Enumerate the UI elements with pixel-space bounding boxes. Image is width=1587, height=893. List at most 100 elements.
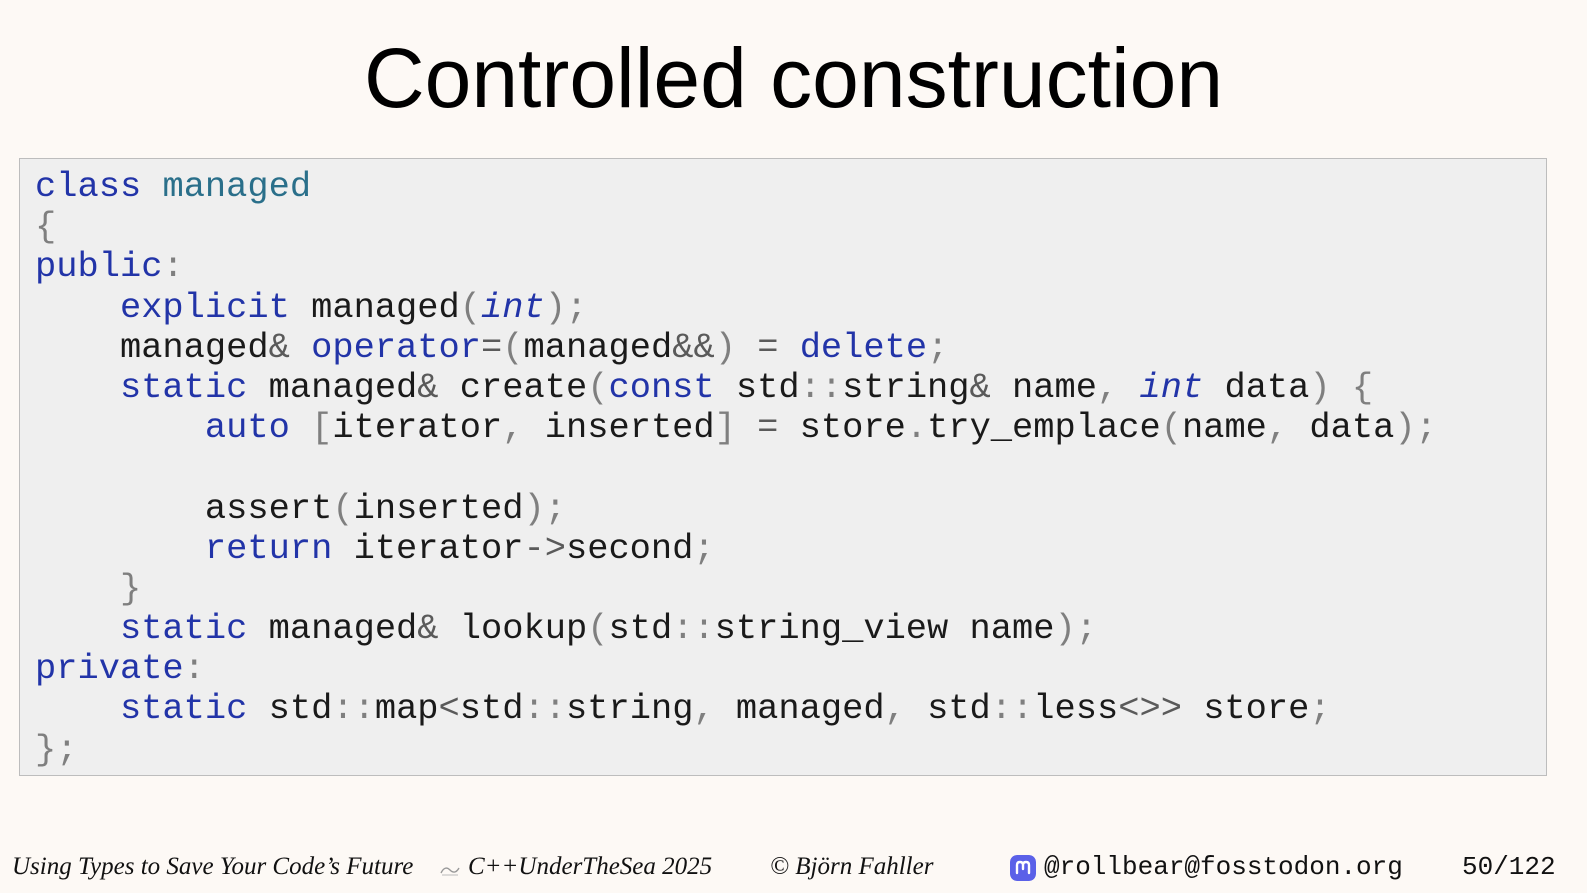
code-token: std bbox=[714, 367, 800, 408]
code-token: std bbox=[608, 609, 673, 650]
code-token: ( bbox=[587, 609, 609, 650]
code-token: try_emplace bbox=[927, 408, 1161, 449]
code-token: : bbox=[162, 247, 184, 288]
code-line: static managed& create(const std::string… bbox=[35, 368, 1546, 408]
code-token: public bbox=[35, 247, 163, 288]
code-token bbox=[736, 328, 757, 368]
code-token: , bbox=[1097, 367, 1119, 408]
code-token: iterator bbox=[332, 408, 503, 449]
code-token: }; bbox=[35, 729, 78, 770]
code-token: , bbox=[502, 408, 524, 449]
code-token: managed bbox=[247, 609, 418, 650]
code-token: return bbox=[204, 528, 333, 569]
footer-handle[interactable]: @rollbear@fosstodon.org bbox=[1010, 848, 1403, 886]
code-token: map bbox=[374, 689, 439, 730]
code-token: ; bbox=[927, 327, 949, 368]
code-line bbox=[35, 448, 1546, 488]
code-token: = bbox=[757, 327, 779, 368]
code-token: string_view name bbox=[714, 609, 1055, 650]
code-token: second bbox=[565, 528, 694, 569]
code-token bbox=[141, 167, 162, 207]
code-block: class managed{public: explicit managed(i… bbox=[19, 158, 1547, 776]
footer-copyright: © Björn Fahller bbox=[770, 853, 934, 880]
code-token bbox=[778, 328, 799, 368]
code-token: : bbox=[183, 649, 205, 690]
code-token: managed bbox=[289, 287, 460, 328]
code-token bbox=[35, 609, 120, 649]
code-token bbox=[1331, 368, 1352, 408]
code-token: & bbox=[268, 327, 290, 368]
code-token: inserted bbox=[523, 408, 715, 449]
code-token: ( bbox=[332, 488, 354, 529]
code-token: ) bbox=[1309, 367, 1331, 408]
code-token: managed bbox=[714, 689, 885, 730]
code-line: } bbox=[35, 569, 1546, 609]
code-token: string bbox=[566, 689, 694, 730]
code-token: managed bbox=[247, 367, 418, 408]
code-token: ); bbox=[1394, 408, 1437, 449]
code-token: ); bbox=[544, 287, 588, 328]
code-token: lookup bbox=[438, 609, 588, 650]
code-token bbox=[736, 408, 757, 448]
code-token: managed bbox=[162, 167, 312, 207]
slide-title: Controlled construction bbox=[363, 31, 1224, 125]
footer-conference-label: C++UnderTheSea 2025 bbox=[468, 853, 713, 880]
code-token: -> bbox=[523, 528, 566, 569]
code-token: less bbox=[1033, 689, 1119, 730]
code-line: auto [iterator, inserted] = store.try_em… bbox=[35, 408, 1546, 448]
code-token: std bbox=[247, 689, 333, 730]
code-token: name bbox=[1181, 408, 1267, 449]
code-token: ); bbox=[523, 488, 566, 529]
code-token: operator bbox=[311, 327, 482, 368]
code-token: data bbox=[1203, 367, 1310, 408]
code-token: ( bbox=[1160, 408, 1182, 449]
code-token: = bbox=[757, 408, 779, 449]
code-token: static bbox=[119, 367, 248, 408]
code-token: std bbox=[459, 689, 524, 730]
footer-handle-text: @rollbear@fosstodon.org bbox=[1044, 852, 1403, 882]
code-token: ( bbox=[502, 327, 524, 368]
code-token: :: bbox=[672, 609, 715, 650]
code-token: ] bbox=[714, 408, 736, 449]
code-token: ( bbox=[459, 287, 482, 328]
code-line: return iterator->second; bbox=[35, 529, 1546, 569]
code-line: public: bbox=[35, 247, 1546, 287]
code-token: { bbox=[1351, 367, 1374, 408]
code-token: name bbox=[990, 367, 1097, 408]
code-token: ; bbox=[1309, 689, 1331, 730]
code-token: store bbox=[778, 408, 906, 449]
code-token: assert bbox=[35, 488, 333, 529]
code-token bbox=[290, 328, 311, 368]
code-token: & bbox=[417, 609, 439, 650]
code-token bbox=[35, 408, 205, 448]
code-token bbox=[1118, 368, 1139, 408]
code-token: } bbox=[119, 568, 142, 609]
code-token: & bbox=[417, 367, 439, 408]
code-token: { bbox=[35, 207, 57, 248]
code-token: ; bbox=[693, 528, 715, 569]
code-line: { bbox=[35, 207, 1546, 247]
code-token: managed bbox=[523, 327, 673, 368]
code-token: int bbox=[1139, 367, 1204, 408]
code-token: static bbox=[119, 609, 248, 650]
code-token bbox=[35, 529, 205, 569]
code-token: iterator bbox=[332, 528, 524, 569]
code-token bbox=[35, 288, 120, 328]
code-token: :: bbox=[990, 689, 1034, 730]
code-token: :: bbox=[332, 689, 375, 730]
code-token: , bbox=[693, 689, 715, 730]
code-token: ); bbox=[1054, 609, 1097, 650]
footer-talk-title: Using Types to Save Your Code’s Future bbox=[12, 853, 414, 880]
code-line: static managed& lookup(std::string_view … bbox=[35, 609, 1546, 649]
code-line: }; bbox=[35, 730, 1546, 770]
code-token bbox=[35, 569, 120, 609]
code-token: , bbox=[1266, 408, 1289, 449]
code-token: = bbox=[481, 327, 503, 368]
code-line: assert(inserted); bbox=[35, 489, 1546, 529]
code-token: explicit bbox=[119, 287, 290, 328]
code-token: :: bbox=[523, 689, 566, 730]
code-token: auto bbox=[204, 408, 290, 449]
code-token: inserted bbox=[353, 488, 524, 529]
code-line: managed& operator=(managed&&) = delete; bbox=[35, 328, 1546, 368]
code-token: , bbox=[884, 689, 906, 730]
